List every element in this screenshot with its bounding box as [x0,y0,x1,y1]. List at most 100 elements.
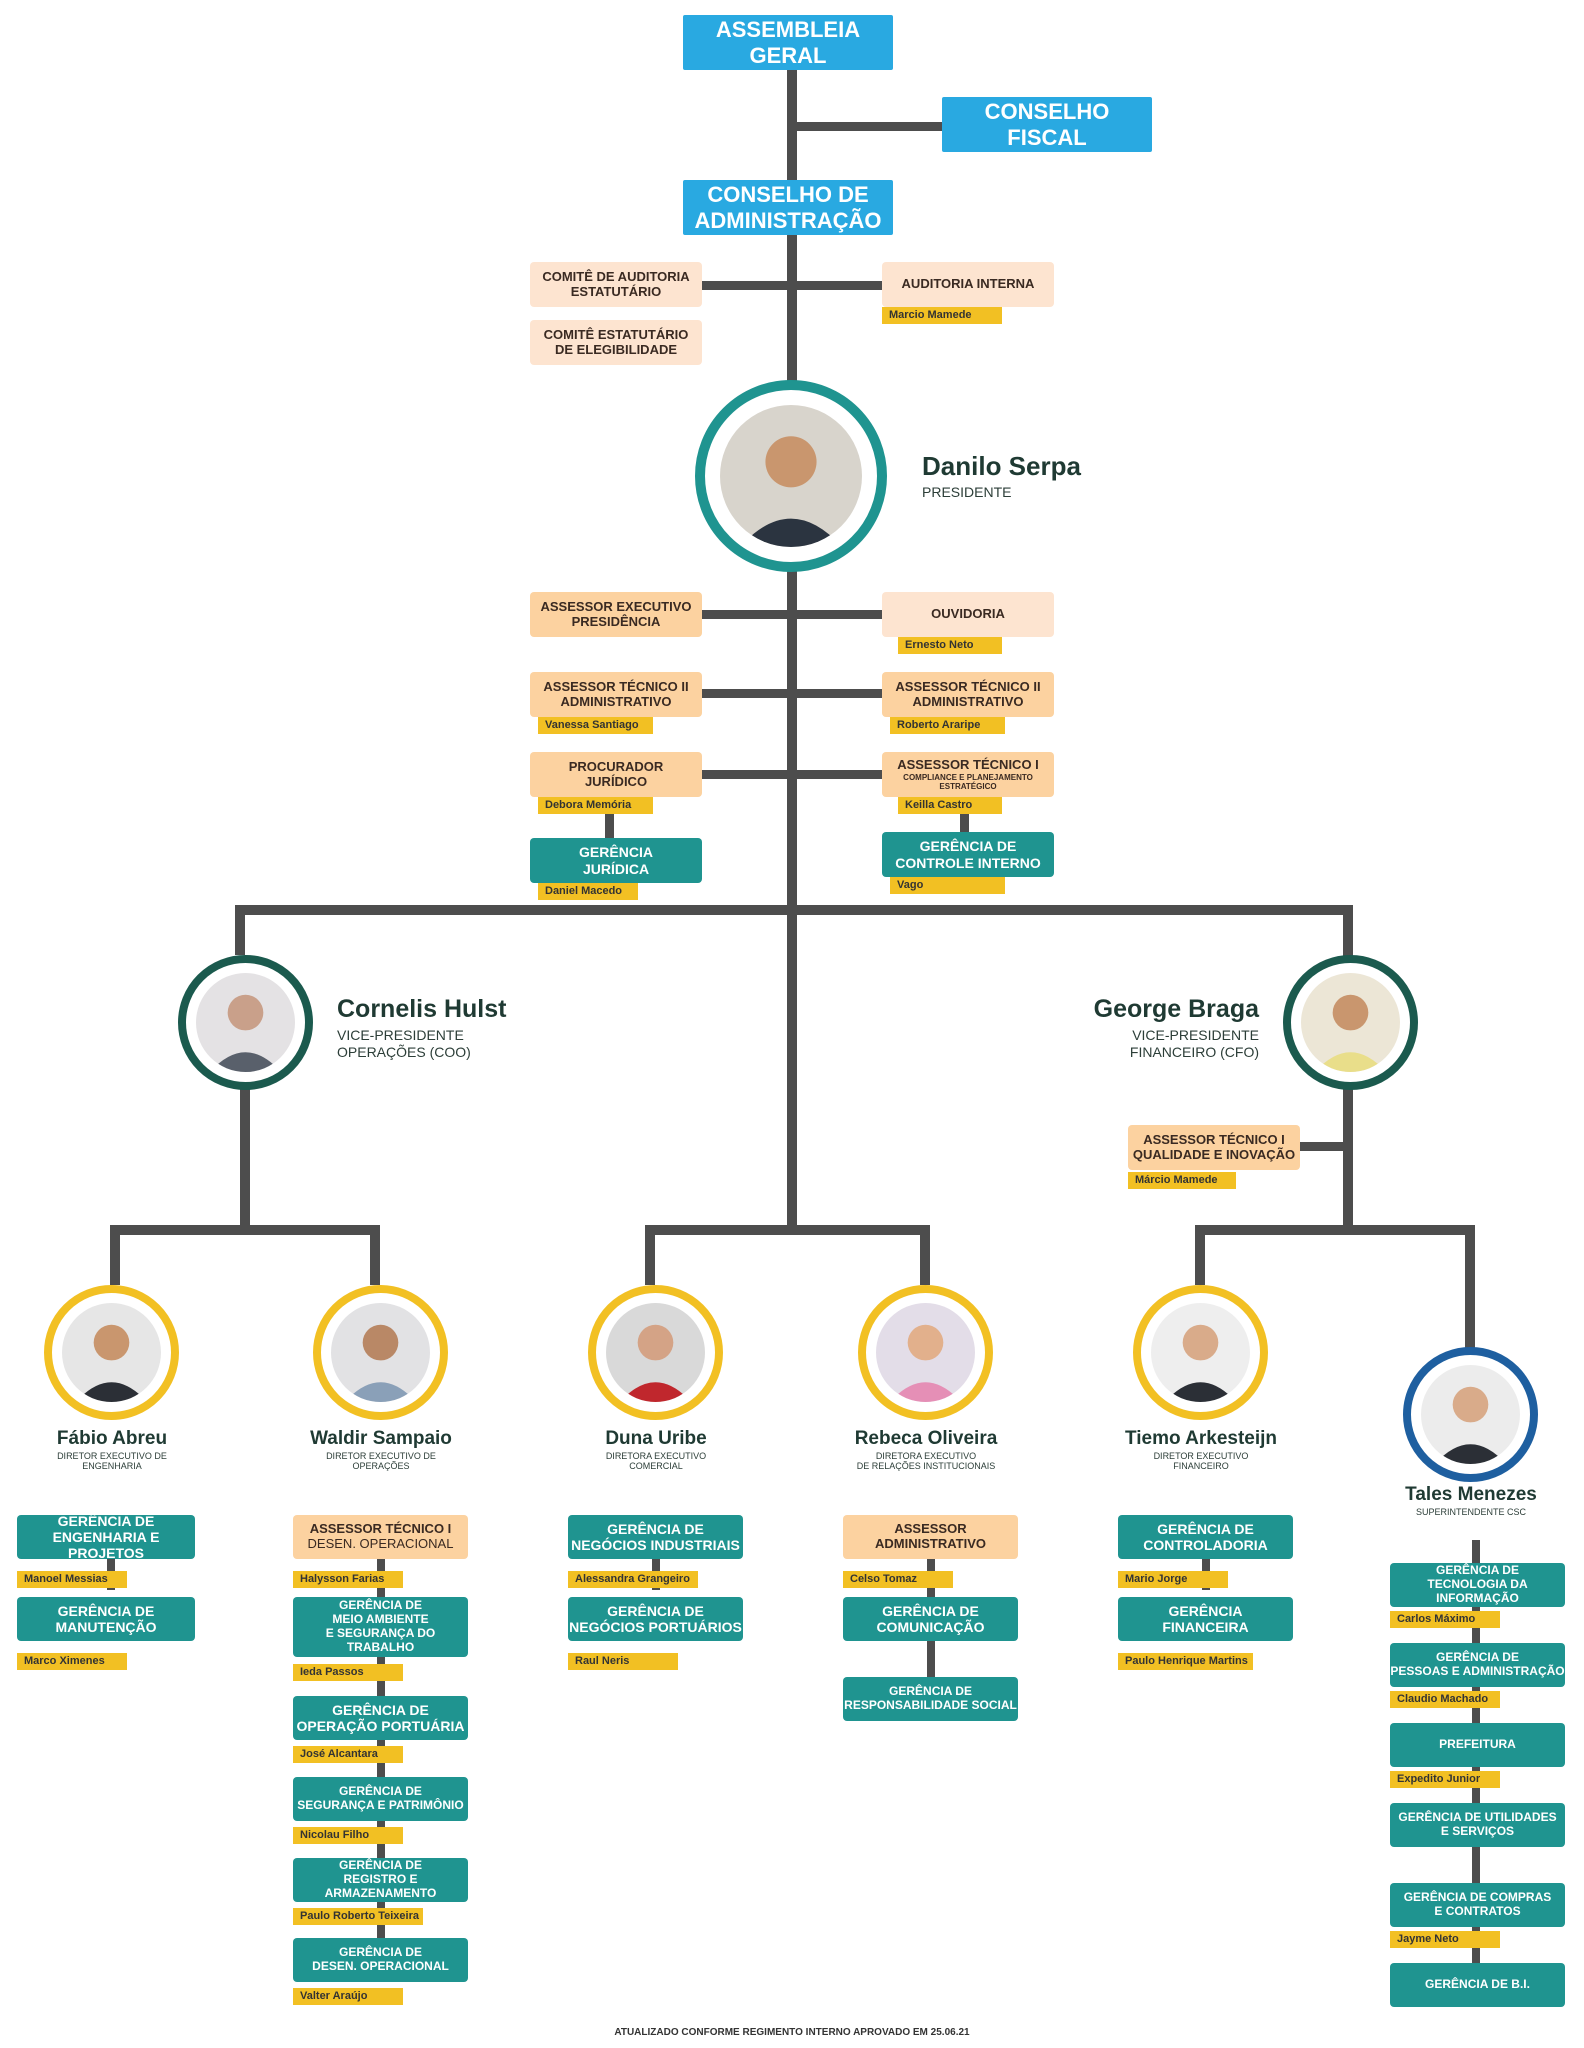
unit-registro-armazenamento[interactable]: GERÊNCIA DE REGISTRO E ARMAZENAMENTO [293,1858,468,1902]
unit-engenharia-projetos[interactable]: GERÊNCIA DE ENGENHARIA E PROJETOS [17,1513,195,1561]
connector [1300,1142,1350,1151]
gerencia-controle-person: Vago [890,877,1005,894]
rebeca-assessor-box[interactable]: ASSESSOR ADMINISTRATIVO [843,1515,1018,1559]
connector [107,1540,115,1590]
compliance-title: ASSESSOR TÉCNICO I [897,756,1039,772]
director-duna-role: DIRETORA EXECUTIVO COMERCIAL [605,1451,707,1472]
director-rebeca-photo [876,1303,975,1402]
unit-financeira[interactable]: GERÊNCIA FINANCEIRA [1118,1597,1293,1641]
unit-compras-contratos[interactable]: GERÊNCIA DE COMPRAS E CONTRATOS [1390,1883,1565,1927]
director-tales-photo [1421,1365,1520,1464]
assessor-adm-right-box[interactable]: ASSESSOR TÉCNICO II ADMINISTRATIVO [882,672,1054,717]
person-icon [720,405,862,547]
unit-controladoria-person: Mario Jorge [1118,1571,1228,1588]
director-fabio-photo [62,1303,161,1402]
unit-pessoas-administracao[interactable]: GERÊNCIA DE PESSOAS E ADMINISTRAÇÃO [1390,1643,1565,1687]
unit-negocios-portuarios[interactable]: GERÊNCIA DE NEGÓCIOS PORTUÁRIOS [568,1597,743,1641]
director-fabio-name: Fábio Abreu [56,1428,168,1449]
connector [1195,1225,1475,1235]
connector [787,905,797,1235]
person-icon [1301,973,1400,1072]
unit-registro-armazenamento-person: Paulo Roberto Teixeira [293,1908,423,1925]
waldir-assessor-title: ASSESSOR TÉCNICO I [309,1521,452,1537]
president-photo [720,405,862,547]
president-role: PRESIDENTE [922,484,1012,500]
connector [240,1085,250,1235]
person-icon [196,973,295,1072]
connector [605,810,614,840]
unit-prefeitura[interactable]: PREFEITURA [1390,1723,1565,1767]
director-waldir-name: Waldir Sampaio [310,1428,452,1449]
connector [1343,1040,1353,1235]
assembleia-geral-box[interactable]: ASSEMBLEIA GERAL [683,15,893,70]
comite-auditoria-box[interactable]: COMITÊ DE AUDITORIA ESTATUTÁRIO [530,262,702,307]
connector [370,1225,380,1285]
unit-negocios-industriais[interactable]: GERÊNCIA DE NEGÓCIOS INDUSTRIAIS [568,1515,743,1559]
assessor-adm-right-person: Roberto Araripe [890,717,1005,734]
unit-comunicacao[interactable]: GERÊNCIA DE COMUNICAÇÃO [843,1597,1018,1641]
ouvidoria-person: Ernesto Neto [898,637,1002,654]
unit-seguranca-patrimonio-person: Nicolau Filho [293,1827,403,1844]
auditoria-interna-box[interactable]: AUDITORIA INTERNA [882,262,1054,307]
unit-seguranca-patrimonio[interactable]: GERÊNCIA DE SEGURANÇA E PATRIMÔNIO [293,1777,468,1821]
unit-negocios-industriais-person: Alessandra Grangeiro [568,1571,698,1588]
unit-utilidades-servicos[interactable]: GERÊNCIA DE UTILIDADES E SERVIÇOS [1390,1803,1565,1847]
connector [702,770,882,779]
vp-fin-role: VICE-PRESIDENTE FINANCEIRO (CFO) [1129,1027,1259,1060]
conselho-fiscal-box[interactable]: CONSELHO FISCAL [942,97,1152,152]
connector [702,610,882,619]
unit-responsabilidade-social[interactable]: GERÊNCIA DE RESPONSABILIDADE SOCIAL [843,1677,1018,1721]
director-tiemo-role: DIRETOR EXECUTIVO FINANCEIRO [1153,1451,1249,1472]
connector [702,281,882,290]
director-duna-photo [606,1303,705,1402]
ouvidoria-box[interactable]: OUVIDORIA [882,592,1054,637]
footer-note: ATUALIZADO CONFORME REGIMENTO INTERNO AP… [614,2027,970,2038]
waldir-assessor-box[interactable]: ASSESSOR TÉCNICO I DESEN. OPERACIONAL [293,1515,468,1559]
unit-engenharia-projetos-person: Manoel Messias [17,1571,127,1588]
connector [1465,1225,1475,1350]
director-duna-name: Duna Uribe [605,1428,707,1449]
director-tiemo-photo [1151,1303,1250,1402]
unit-desen-operacional[interactable]: GERÊNCIA DE DESEN. OPERACIONAL [293,1938,468,1982]
director-rebeca-role: DIRETORA EXECUTIVO DE RELAÇÕES INSTITUCI… [856,1451,996,1472]
unit-meio-ambiente[interactable]: GERÊNCIA DE MEIO AMBIENTE E SEGURANÇA DO… [293,1597,468,1657]
unit-bi[interactable]: GERÊNCIA DE B.I. [1390,1963,1565,2007]
unit-financeira-person: Paulo Henrique Martins [1118,1653,1253,1670]
unit-operacao-portuaria-person: José Alcantara [293,1746,403,1763]
gerencia-juridica-box[interactable]: GERÊNCIA JURÍDICA [530,838,702,883]
unit-operacao-portuaria[interactable]: GERÊNCIA DE OPERAÇÃO PORTUÁRIA [293,1696,468,1740]
unit-manutencao[interactable]: GERÊNCIA DE MANUTENÇÃO [17,1597,195,1641]
connector [920,1225,930,1285]
conselho-administracao-box[interactable]: CONSELHO DE ADMINISTRAÇÃO [683,180,893,235]
compliance-subtitle: COMPLIANCE E PLANEJAMENTO ESTRATÉGICO [903,772,1033,791]
unit-pessoas-administracao-person: Claudio Machado [1390,1691,1500,1708]
qualidade-inovacao-box[interactable]: ASSESSOR TÉCNICO I QUALIDADE E INOVAÇÃO [1128,1125,1300,1170]
director-waldir-role: DIRETOR EXECUTIVO DE OPERAÇÕES [326,1451,436,1472]
director-tiemo-name: Tiemo Arkesteijn [1124,1428,1278,1449]
vp-ops-name: Cornelis Hulst [337,995,507,1023]
gerencia-controle-box[interactable]: GERÊNCIA DE CONTROLE INTERNO [882,832,1054,877]
unit-negocios-portuarios-person: Raul Neris [568,1653,678,1670]
director-tales-name: Tales Menezes [1405,1484,1537,1505]
unit-prefeitura-person: Expedito Junior [1390,1771,1500,1788]
director-fabio-role: DIRETOR EXECUTIVO DE ENGENHARIA [57,1451,167,1472]
director-waldir-photo [331,1303,430,1402]
assessor-adm-left-box[interactable]: ASSESSOR TÉCNICO II ADMINISTRATIVO [530,672,702,717]
unit-tecnologia-informacao[interactable]: GERÊNCIA DE TECNOLOGIA DA INFORMAÇÃO [1390,1563,1565,1607]
vp-fin-photo [1301,973,1400,1072]
connector [652,1540,660,1590]
connector [110,1225,380,1235]
procurador-juridico-box[interactable]: PROCURADOR JURÍDICO [530,752,702,797]
connector [702,689,882,698]
compliance-box[interactable]: ASSESSOR TÉCNICO I COMPLIANCE E PLANEJAM… [882,752,1054,797]
person-icon [331,1303,430,1402]
auditoria-interna-person: Marcio Mamede [882,307,1002,324]
gerencia-juridica-person: Daniel Macedo [538,883,638,900]
connector [235,905,245,955]
connector [645,1225,930,1235]
qualidade-inovacao-person: Márcio Mamede [1128,1172,1236,1189]
unit-controladoria[interactable]: GERÊNCIA DE CONTROLADORIA [1118,1515,1293,1559]
connector [797,122,942,131]
comite-elegibilidade-box[interactable]: COMITÊ ESTATUTÁRIO DE ELEGIBILIDADE [530,320,702,365]
assessor-executivo-box[interactable]: ASSESSOR EXECUTIVO PRESIDÊNCIA [530,592,702,637]
